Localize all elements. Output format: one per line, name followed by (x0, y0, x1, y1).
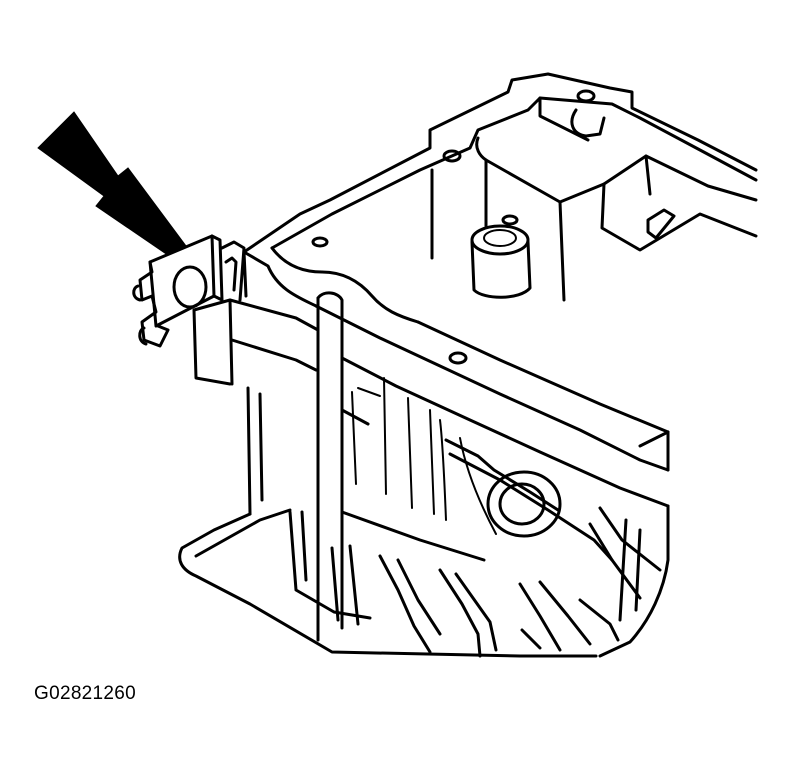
figure-code: G02821260 (34, 683, 137, 704)
bracket-clip (132, 234, 246, 348)
oil-pan-housing (178, 72, 758, 658)
arrow-icon (37, 111, 187, 264)
